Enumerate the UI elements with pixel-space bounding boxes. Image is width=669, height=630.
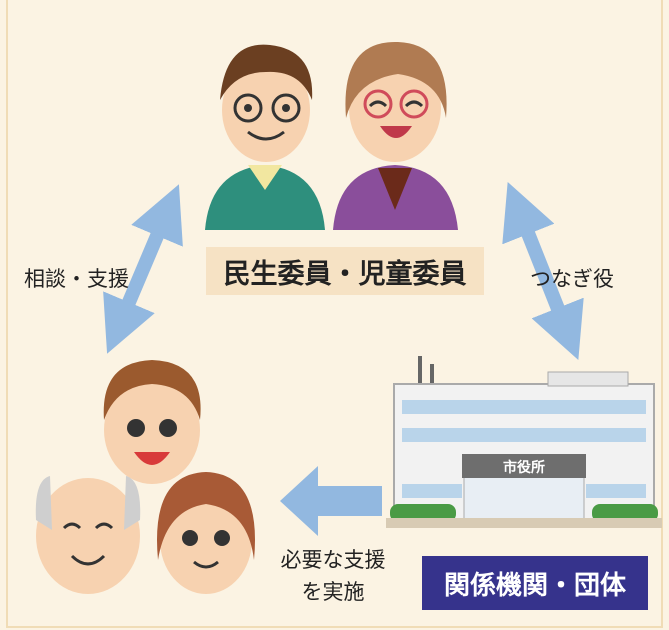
liaison-arrow xyxy=(502,181,584,361)
diagram-frame xyxy=(6,0,663,628)
consult-support-label: 相談・支援 xyxy=(24,267,129,291)
city-hall-illustration xyxy=(386,356,662,528)
city-hall-sign: 市役所 xyxy=(503,460,545,476)
provide-support-label: 必要な支援 を実施 xyxy=(258,544,408,608)
male-commissioner-illustration xyxy=(205,44,325,230)
elderly-man-resident-illustration xyxy=(35,476,141,594)
female-commissioner-illustration xyxy=(333,41,458,230)
provide-support-label-line1: 必要な支援 xyxy=(280,548,386,572)
woman-resident-illustration xyxy=(157,472,255,594)
boy-resident-illustration xyxy=(103,360,201,484)
related-organizations-label: 関係機関・団体 xyxy=(422,556,648,610)
center-title-label: 民生委員・児童委員 xyxy=(206,247,484,295)
support-arrow xyxy=(280,466,382,536)
liaison-label: つなぎ役 xyxy=(530,267,614,291)
provide-support-label-line2: を実施 xyxy=(301,580,365,604)
consult-support-arrow xyxy=(103,184,183,354)
